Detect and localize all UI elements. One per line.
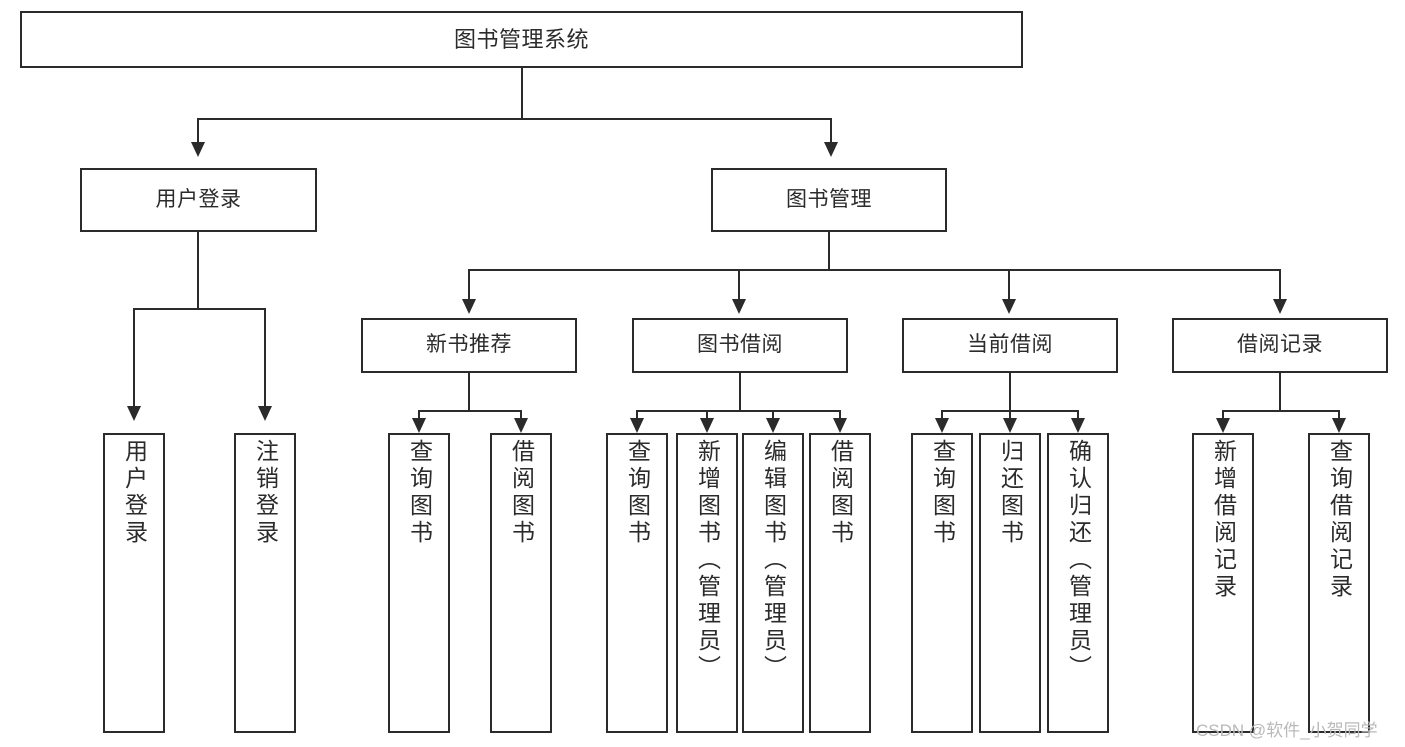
connector-nbr-drop-2 [520,410,522,422]
connector-cb-drop-3 [1077,410,1079,422]
node-label: 用户登录 [155,187,242,211]
connector-cb-drop-2 [1009,410,1011,422]
arrowhead-leaf-user-login [127,406,141,421]
connector-root-drop-left [197,118,199,144]
node-book-management[interactable]: 图书管理 [711,168,947,232]
arrowhead-leaf-query-book-3 [935,418,949,433]
connector-user-login-drop-1 [133,308,135,408]
node-label: 图书管理系统 [453,26,589,52]
node-label: 新增图书（管理员） [694,439,721,682]
node-label: 当前借阅 [967,333,1053,357]
connector-bb-drop-2 [706,410,708,422]
connector-br-stem [1279,373,1281,412]
node-label: 注销登录 [252,439,279,547]
node-leaf-query-book-2[interactable]: 查询图书 [606,433,668,733]
arrowhead-leaf-query-book-1 [412,418,426,433]
arrowhead-to-book-borrow [732,299,746,314]
arrowhead-to-user-login [191,142,205,157]
connector-bb-drop-1 [636,410,638,422]
arrowhead-to-book-management [824,142,838,157]
arrowhead-leaf-add-record [1216,418,1230,433]
connector-bm-drop-3 [1008,269,1010,301]
node-current-borrow[interactable]: 当前借阅 [902,318,1118,373]
connector-cb-drop-1 [941,410,943,422]
node-leaf-borrow-book-1[interactable]: 借阅图书 [490,433,552,733]
connector-br-drop-2 [1338,410,1340,422]
node-leaf-borrow-book-2[interactable]: 借阅图书 [809,433,871,733]
connector-bm-drop-1 [468,269,470,301]
node-label: 借阅记录 [1237,333,1323,357]
watermark-text: CSDN @软件_小贺同学 [1196,721,1378,740]
connector-bb-drop-4 [839,410,841,422]
connector-bb-bus [636,410,841,412]
connector-root-bus [197,118,832,120]
node-label: 查询借阅记录 [1326,439,1353,601]
connector-br-bus [1222,410,1340,412]
node-label: 图书借阅 [697,333,783,357]
node-label: 用户登录 [121,439,148,547]
arrowhead-leaf-logout [258,406,272,421]
node-label: 归还图书 [997,439,1024,547]
connector-cb-stem [1009,373,1011,412]
arrowhead-leaf-query-book-2 [630,418,644,433]
arrowhead-leaf-add-book [700,418,714,433]
arrowhead-leaf-confirm-return [1071,418,1085,433]
node-label: 图书管理 [786,187,872,211]
node-leaf-user-login[interactable]: 用户登录 [103,433,165,733]
node-leaf-query-book-1[interactable]: 查询图书 [388,433,450,733]
node-root-system[interactable]: 图书管理系统 [20,11,1023,68]
connector-nbr-bus [418,410,522,412]
node-borrow-record[interactable]: 借阅记录 [1172,318,1388,373]
node-label: 查询图书 [624,439,651,547]
node-label: 借阅图书 [508,439,535,547]
node-label: 查询图书 [929,439,956,547]
node-leaf-query-record[interactable]: 查询借阅记录 [1308,433,1370,733]
node-leaf-return-book[interactable]: 归还图书 [979,433,1041,733]
connector-bb-drop-3 [772,410,774,422]
node-leaf-add-book[interactable]: 新增图书（管理员） [676,433,738,733]
arrowhead-leaf-borrow-book-1 [514,418,528,433]
arrowhead-leaf-return-book [1003,418,1017,433]
node-leaf-add-record[interactable]: 新增借阅记录 [1192,433,1254,733]
connector-root-stem [521,68,523,119]
connector-user-login-bus [133,308,265,310]
connector-nbr-stem [468,373,470,412]
arrowhead-leaf-edit-book [766,418,780,433]
node-leaf-query-book-3[interactable]: 查询图书 [911,433,973,733]
arrowhead-to-borrow-record [1273,299,1287,314]
connector-root-drop-right [830,118,832,144]
node-new-book-recommend[interactable]: 新书推荐 [361,318,577,373]
connector-book-management-stem [828,232,830,270]
node-user-login[interactable]: 用户登录 [80,168,317,232]
connector-bm-drop-2 [738,269,740,301]
arrowhead-to-new-book-recommend [462,299,476,314]
node-book-borrow[interactable]: 图书借阅 [632,318,848,373]
node-label: 新书推荐 [426,333,512,357]
connector-user-login-stem [197,232,199,309]
connector-user-login-drop-2 [264,308,266,408]
connector-bm-drop-4 [1279,269,1281,301]
node-label: 借阅图书 [827,439,854,547]
connector-bb-stem [739,373,741,412]
node-label: 编辑图书（管理员） [760,439,787,682]
connector-nbr-drop-1 [418,410,420,422]
connector-br-drop-1 [1222,410,1224,422]
arrowhead-leaf-query-record [1332,418,1346,433]
arrowhead-to-current-borrow [1002,299,1016,314]
node-label: 查询图书 [406,439,433,547]
node-leaf-logout[interactable]: 注销登录 [234,433,296,733]
node-label: 确认归还（管理员） [1065,439,1092,682]
connector-book-management-bus [468,269,1281,271]
node-leaf-confirm-return[interactable]: 确认归还（管理员） [1047,433,1109,733]
node-label: 新增借阅记录 [1210,439,1237,601]
arrowhead-leaf-borrow-book-2 [833,418,847,433]
node-leaf-edit-book[interactable]: 编辑图书（管理员） [742,433,804,733]
